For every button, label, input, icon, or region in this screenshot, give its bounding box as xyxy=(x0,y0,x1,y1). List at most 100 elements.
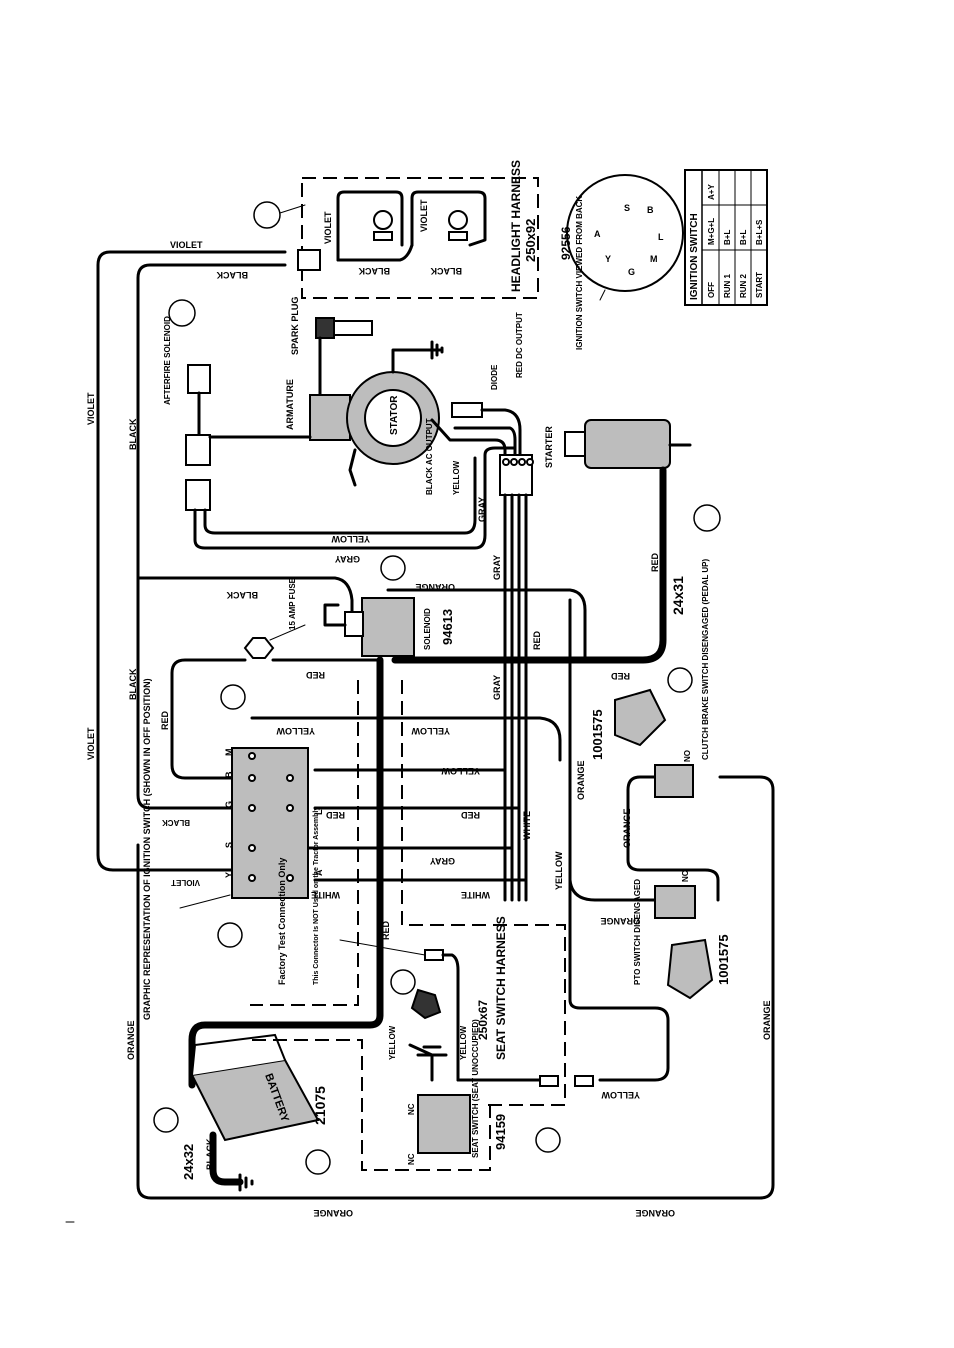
wire-label-violet: VIOLET xyxy=(86,727,96,760)
wire-label-red: RED xyxy=(381,920,391,940)
svg-text:L: L xyxy=(314,809,324,815)
wire-label-black: BLACK xyxy=(162,818,190,827)
svg-text:G: G xyxy=(224,801,234,808)
wire-label-black: BLACK xyxy=(226,590,258,600)
svg-text:M+G+L: M+G+L xyxy=(707,218,716,245)
wire-label-yellow: YELLOW xyxy=(388,1025,397,1060)
starter-cable: RED 24x31 RED xyxy=(391,466,721,681)
callout-circle xyxy=(253,201,281,229)
wire-label-yellow: YELLOW xyxy=(331,534,370,544)
ignition-switch-body xyxy=(566,174,684,292)
ignition-view-note: IGNITION SWITCH VIEWED FROM BACK xyxy=(575,196,584,350)
headlight-connector xyxy=(297,249,321,271)
factory-test-title: Factory Test Connection Only xyxy=(277,858,287,985)
callout-circle xyxy=(693,504,721,532)
seat-harness-part-no: 250x67 xyxy=(476,1000,490,1040)
wire-label-orange: ORANGE xyxy=(600,916,640,926)
wire-label-orange: ORANGE xyxy=(576,760,586,800)
orange-loop: ORANGE ORANGE ORANGE ORANGE ORANGE ORANG… xyxy=(126,598,775,1218)
wire-label-yellow: YELLOW xyxy=(441,766,480,776)
svg-text:NC: NC xyxy=(407,1153,416,1165)
diode-icon xyxy=(451,402,483,418)
wire-label-yellow: YELLOW xyxy=(452,460,461,495)
ignition-switch-table xyxy=(684,169,768,306)
headlight-bulb-icon xyxy=(373,210,393,230)
seat-switch-body xyxy=(417,1094,471,1154)
battery-area: BATTERY 21075 24x32 BLACK xyxy=(153,656,384,1192)
bulb-socket-icon xyxy=(373,231,393,241)
wire-label-white: WHITE xyxy=(522,811,532,840)
wire-label-black: BLACK xyxy=(128,418,138,450)
wire-label-yellow: YELLOW xyxy=(459,1025,468,1060)
pto-switch-part-no: 1001575 xyxy=(716,934,731,985)
table-title: IGNITION SWITCH xyxy=(689,213,700,300)
svg-text:Y: Y xyxy=(605,254,611,264)
svg-text:B+L+S: B+L+S xyxy=(755,219,764,245)
wire-label-black: BLACK xyxy=(205,1138,215,1170)
wire-label-orange: ORANGE xyxy=(126,1020,136,1060)
factory-test-note: This Connector Is NOT Used on the Tracto… xyxy=(313,807,320,985)
pto-switch-label: PTO SWITCH DISENGAGED xyxy=(633,879,642,985)
yellow-gray-connector xyxy=(185,479,211,511)
diode-label: DIODE xyxy=(490,364,499,390)
seat-switch-plunger-icon xyxy=(410,988,442,1020)
svg-text:NC: NC xyxy=(407,1103,416,1115)
battery-top xyxy=(191,1033,286,1076)
wire-label-yellow: YELLOW xyxy=(411,726,450,736)
wire-label-black: BLACK xyxy=(430,266,462,276)
ground-icon xyxy=(430,340,444,360)
afterfire-label: AFTERFIRE SOLENOID xyxy=(163,316,172,405)
starter-cable-part-no: 24x31 xyxy=(670,576,686,615)
pto-switch-icon xyxy=(666,938,714,1000)
starter-gear xyxy=(564,431,586,457)
callout-circle xyxy=(380,555,406,581)
pto-switch: NC PTO SWITCH DISENGAGED 1001575 xyxy=(633,870,731,1000)
clutch-switch-body xyxy=(654,764,694,798)
wire-label-red: RED xyxy=(305,670,325,680)
solenoid-area: SOLENOID 94613 15 AMP FUSE RED RED ORANG… xyxy=(160,555,587,780)
ignition-part-no: 92556 xyxy=(559,226,573,260)
svg-text:START: START xyxy=(755,272,764,298)
wire-label-red: RED xyxy=(650,552,660,572)
seat-harness-outline: SEAT SWITCH HARNESS 250x67 xyxy=(250,680,566,1171)
stator-label: STATOR xyxy=(389,395,400,435)
wire-label-yellow: YELLOW xyxy=(276,726,315,736)
main-left-wires: VIOLET BLACK VIOLET BLACK BLACK VIOLET B… xyxy=(86,240,354,872)
svg-text:B: B xyxy=(224,771,234,778)
armature-label: ARMATURE xyxy=(285,379,295,430)
red-dc-output-label: RED DC OUTPUT xyxy=(515,312,524,378)
seat-connector xyxy=(539,1075,559,1087)
svg-text:RUN 2: RUN 2 xyxy=(739,273,748,298)
wire-label-white: WHITE xyxy=(311,890,340,900)
harness-part-no: 250x92 xyxy=(523,219,538,262)
pto-switch-body xyxy=(654,885,696,919)
wire-label-gray: GRAY xyxy=(477,497,487,522)
headlight-harness: VIOLET VIOLET BLACK BLACK HEADLIGHT HARN… xyxy=(253,160,539,299)
wire-label-red: RED xyxy=(160,710,170,730)
svg-text:M: M xyxy=(224,749,234,757)
callout-circle xyxy=(168,299,196,327)
wire-label-red: RED xyxy=(460,810,480,820)
wire-label-gray: GRAY xyxy=(492,555,502,580)
battery-cable-part-no: 24x32 xyxy=(181,1144,196,1180)
svg-text:GRAPHIC REPRESENTATION OF IGNI: GRAPHIC REPRESENTATION OF IGNITION SWITC… xyxy=(142,678,152,1020)
svg-text:RUN 1: RUN 1 xyxy=(723,273,732,298)
ground-icon xyxy=(416,1045,448,1057)
wire-label-violet: VIOLET xyxy=(419,199,429,232)
factory-test: Factory Test Connection Only This Connec… xyxy=(277,807,460,1082)
starter-motor xyxy=(584,419,671,469)
svg-text:S: S xyxy=(624,203,630,213)
solenoid xyxy=(361,597,415,657)
ignition-graphic-label: GRAPHIC REPRESENTATION OF IGNITION SWITC… xyxy=(142,678,152,1020)
afterfire-connector xyxy=(185,434,211,466)
seat-switch-label: SEAT SWITCH (SEAT UNOCCUPIED) xyxy=(471,1019,480,1158)
wire-label-violet: VIOLET xyxy=(86,392,96,425)
afterfire-solenoid-icon xyxy=(187,364,211,394)
wire-label-black: BLACK xyxy=(216,270,248,280)
factory-test-connector xyxy=(424,949,444,961)
black-ac-output-label: BLACK AC OUTPUT xyxy=(425,418,434,495)
spark-plug-label: SPARK PLUG xyxy=(290,297,300,355)
solenoid-label: SOLENOID xyxy=(423,608,432,650)
battery-part-no: 21075 xyxy=(312,1086,328,1125)
